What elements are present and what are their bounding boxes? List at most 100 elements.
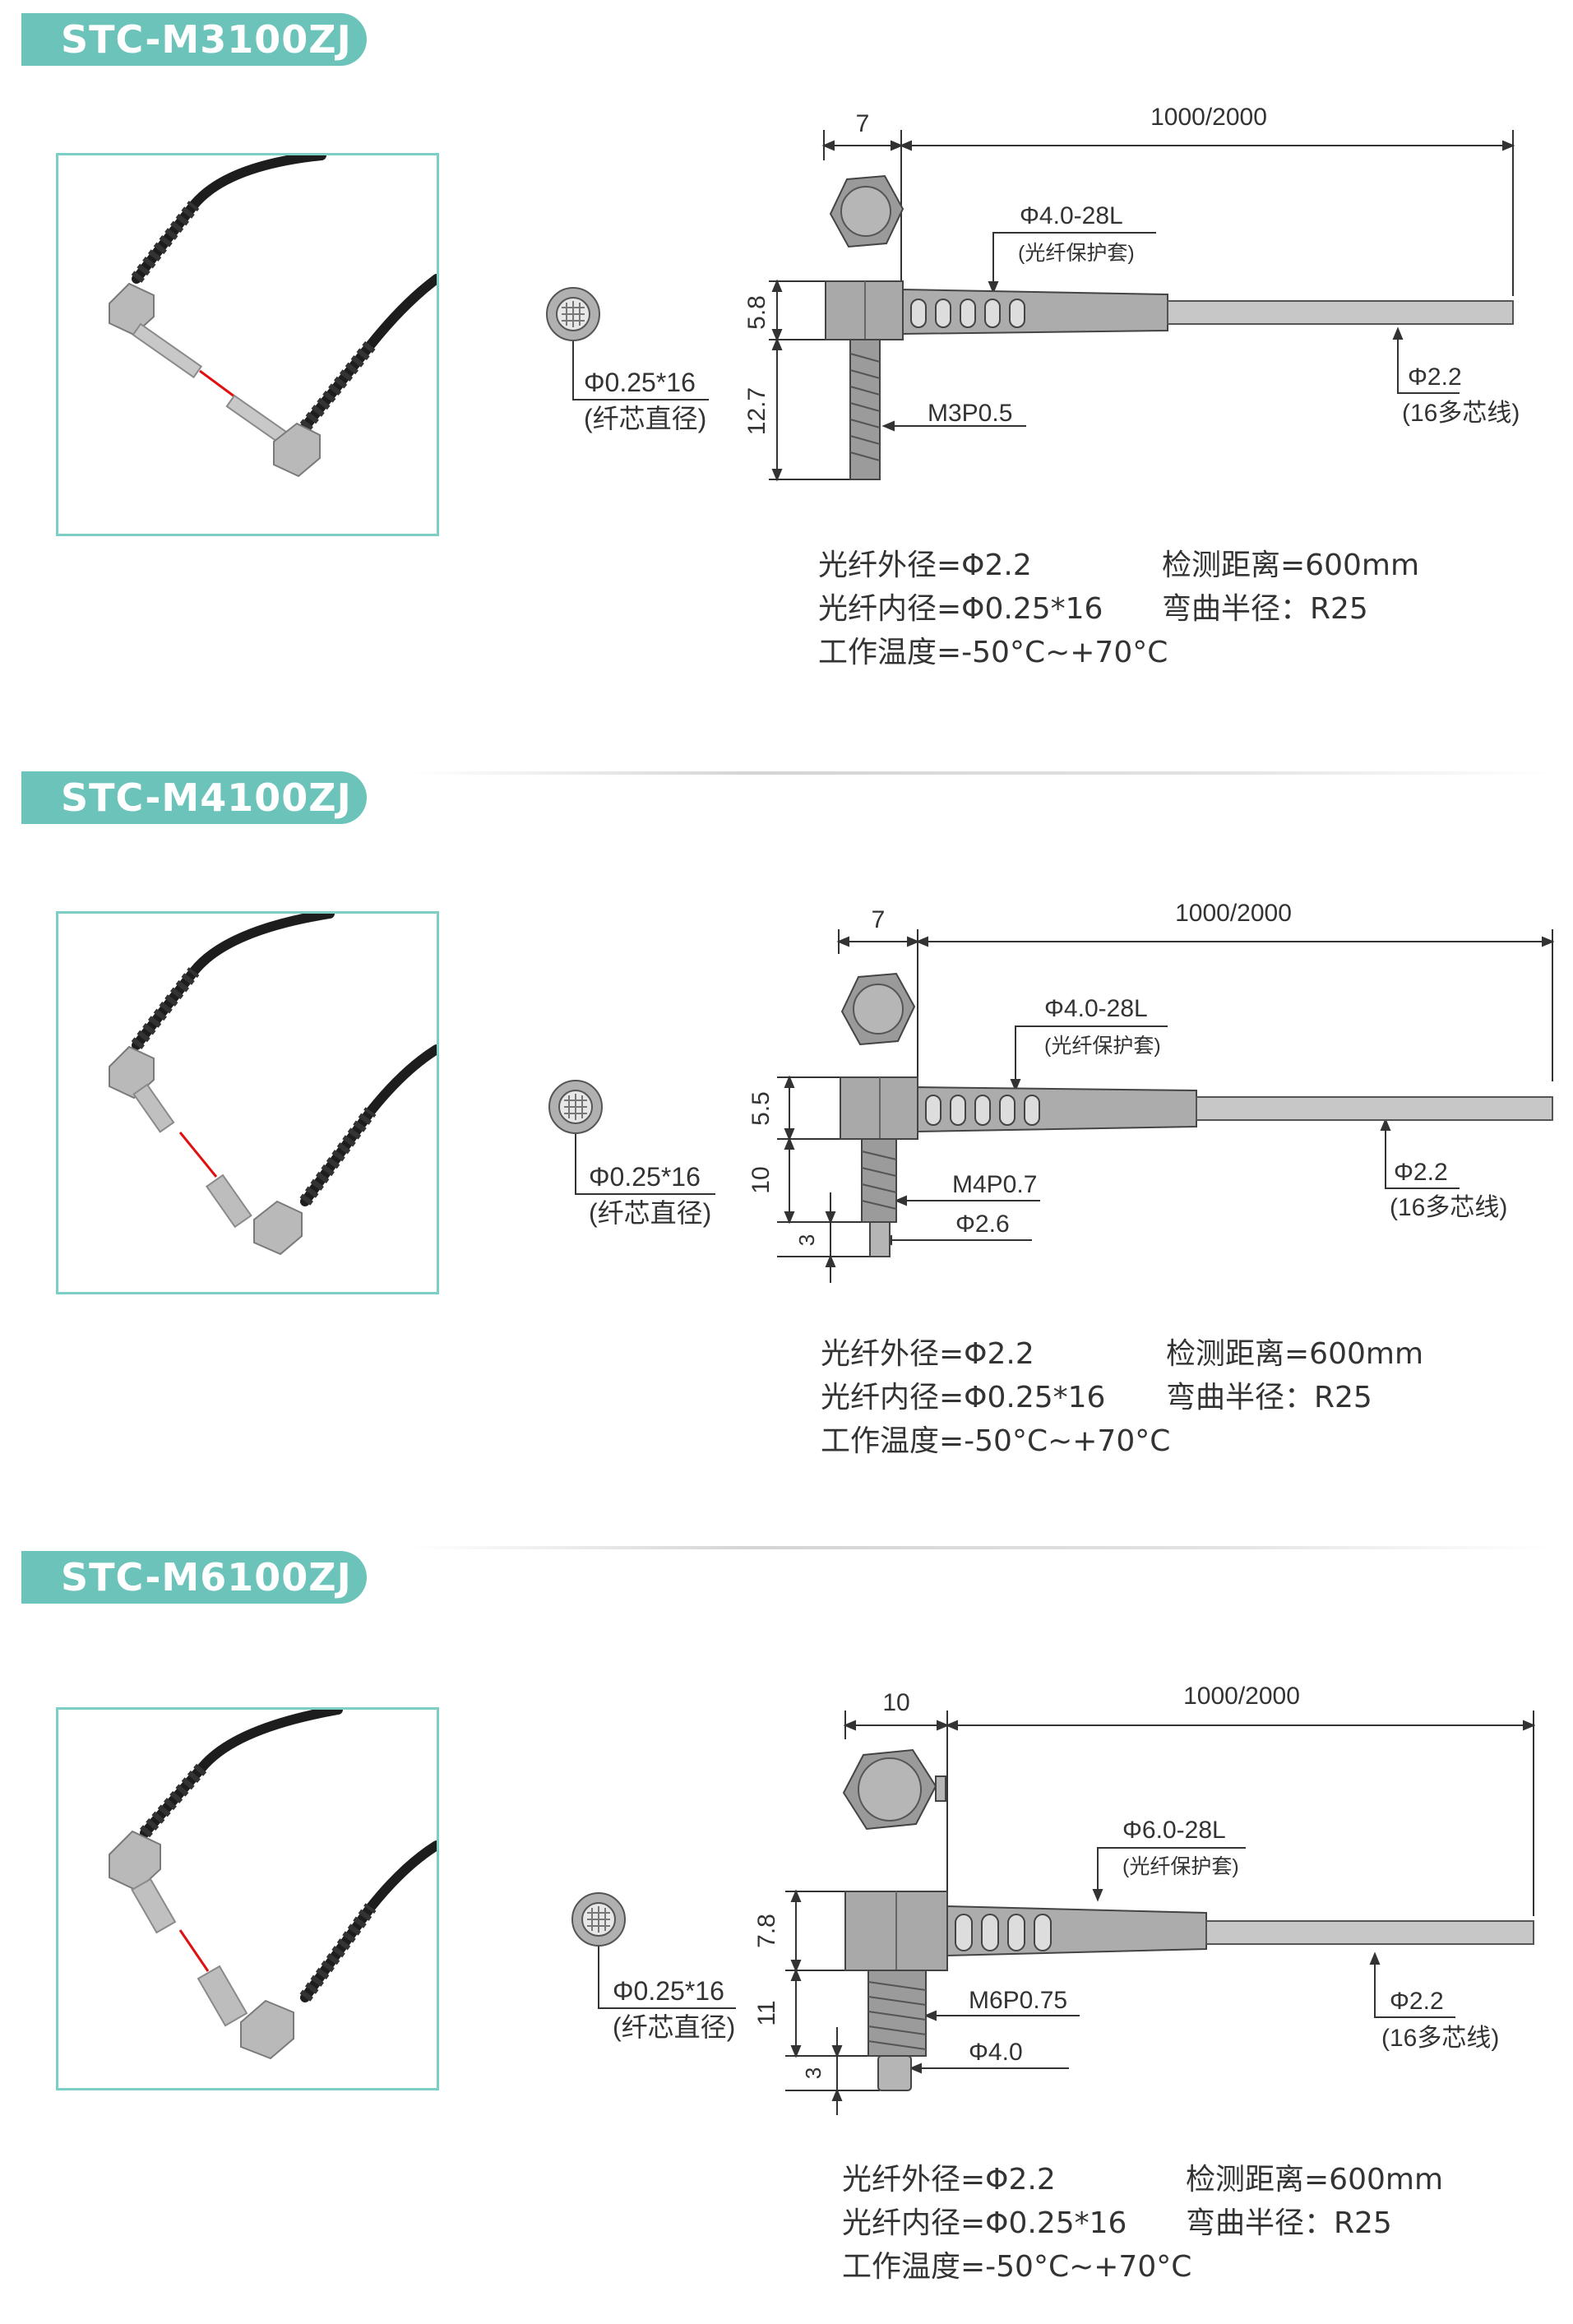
spec-detect-distance: 检测距离=600mm <box>1166 1337 1424 1371</box>
spec-temperature: 工作温度=-50°C~+70°C <box>821 1424 1171 1458</box>
dim-cable-length: 1000/2000 <box>1150 104 1267 131</box>
dimension-drawing: 10 1000/2000 Φ6.0-28L (光纤保护套) 7.8 11 3 M… <box>571 1683 1536 2115</box>
dim-core: Φ0.25*16 <box>613 1976 724 2006</box>
spec-outer-diameter: 光纤外径=Φ2.2 <box>842 2163 1056 2197</box>
spec-list-left: 光纤外径=Φ2.2 光纤内径=Φ0.25*16 工作温度=-50°C~+70°C <box>842 2158 1191 2289</box>
dim-cable-length: 1000/2000 <box>1183 1683 1300 1710</box>
dim-head-width: 10 <box>882 1689 909 1716</box>
model-title: STC-M3100ZJ <box>21 13 367 66</box>
core-cross-section <box>548 1080 603 1134</box>
fiber-cable <box>1167 300 1514 325</box>
light-beam <box>178 1132 218 1178</box>
spec-bend-radius: 弯曲半径：R25 <box>1162 592 1368 626</box>
dim-head-width: 7 <box>856 110 870 137</box>
dim-thread: M4P0.7 <box>952 1171 1037 1198</box>
model-title: STC-M4100ZJ <box>21 771 367 824</box>
hex-head-top-view <box>829 174 904 248</box>
dim-sleeve: Φ6.0-28L <box>1122 1817 1226 1844</box>
dim-thread-length: 10 <box>747 1166 775 1193</box>
product-photo <box>56 1707 439 2090</box>
dim-core-note: (纤芯直径) <box>613 2012 735 2042</box>
fiber-cable <box>1205 1920 1534 1945</box>
dim-sleeve-note: (光纤保护套) <box>1122 1855 1239 1878</box>
probe-head-upper <box>109 1045 175 1133</box>
light-beam <box>199 369 238 400</box>
dim-head-height: 7.8 <box>753 1914 780 1948</box>
dim-thread: M3P0.5 <box>928 400 1012 427</box>
spec-inner-diameter: 光纤内径=Φ0.25*16 <box>842 2206 1127 2240</box>
spec-detect-distance: 检测距离=600mm <box>1162 549 1420 582</box>
product-section-m6100: STC-M6100ZJ <box>0 1546 1573 2324</box>
dim-thread-length: 12.7 <box>743 387 770 435</box>
dim-thread: M6P0.75 <box>969 1987 1067 2014</box>
spec-bend-radius: 弯曲半径：R25 <box>1186 2206 1392 2240</box>
section-divider <box>411 1546 1554 1549</box>
protective-sleeve <box>946 1905 1207 1957</box>
dim-head-height: 5.5 <box>747 1091 775 1126</box>
dim-cable-length: 1000/2000 <box>1175 900 1292 927</box>
product-photo <box>56 153 439 536</box>
dim-cable-note: (16多芯线) <box>1390 1194 1507 1221</box>
probe-head-side <box>825 280 904 480</box>
spec-inner-diameter: 光纤内径=Φ0.25*16 <box>821 1381 1106 1414</box>
dim-core: Φ0.25*16 <box>589 1162 701 1192</box>
dim-cable-dia: Φ2.2 <box>1408 363 1462 391</box>
probe-head-upper <box>109 1830 177 1934</box>
spec-list-right: 检测距离=600mm 弯曲半径：R25 <box>1166 1332 1423 1419</box>
product-section-m4100: STC-M4100ZJ <box>0 765 1573 1546</box>
dim-core: Φ0.25*16 <box>584 368 696 397</box>
fiber-cable-upper <box>131 155 326 284</box>
probe-head-side <box>844 1891 948 2091</box>
probe-head-upper <box>109 282 203 379</box>
dim-sleeve-note: (光纤保护套) <box>1018 242 1135 265</box>
dim-cable-note: (16多芯线) <box>1402 400 1520 427</box>
dim-tip-dia: Φ2.6 <box>955 1211 1010 1238</box>
dim-thread-length: 11 <box>753 2000 780 2025</box>
spec-outer-diameter: 光纤外径=Φ2.2 <box>821 1337 1034 1371</box>
fiber-cable <box>1196 1096 1553 1121</box>
core-cross-section <box>546 287 600 341</box>
dim-cable-note: (16多芯线) <box>1381 2025 1499 2052</box>
fiber-cable-upper <box>139 1710 343 1838</box>
protective-sleeve <box>917 1086 1197 1133</box>
probe-head-lower <box>205 1174 303 1256</box>
hex-head-top-view <box>842 1748 946 1831</box>
protective-sleeve <box>902 288 1168 336</box>
dim-tip-dia: Φ4.0 <box>969 2039 1023 2066</box>
dim-cable-dia: Φ2.2 <box>1390 1988 1444 2015</box>
spec-list-right: 检测距离=600mm 弯曲半径：R25 <box>1186 2158 1443 2245</box>
spec-bend-radius: 弯曲半径：R25 <box>1166 1381 1372 1414</box>
spec-temperature: 工作温度=-50°C~+70°C <box>818 636 1168 669</box>
probe-head-lower <box>197 1965 294 2060</box>
fiber-cable-lower <box>299 274 437 432</box>
spec-list-left: 光纤外径=Φ2.2 光纤内径=Φ0.25*16 工作温度=-50°C~+70°C <box>821 1332 1170 1463</box>
spec-temperature: 工作温度=-50°C~+70°C <box>842 2250 1192 2284</box>
dim-cable-dia: Φ2.2 <box>1394 1159 1448 1186</box>
dim-head-height: 5.8 <box>743 295 770 330</box>
fiber-cable-upper <box>131 914 335 1050</box>
dim-sleeve-note: (光纤保护套) <box>1044 1035 1161 1058</box>
dim-core-note: (纤芯直径) <box>584 404 706 433</box>
model-title: STC-M6100ZJ <box>21 1551 367 1604</box>
fiber-cable-lower <box>299 1840 437 2002</box>
product-photo <box>56 911 439 1294</box>
dimension-drawing: 7 1000/2000 Φ4.0-28L (光纤保护套) 5.5 10 3 M4… <box>548 900 1555 1283</box>
fiber-cable-lower <box>299 1044 437 1206</box>
probe-head-lower <box>225 394 321 478</box>
dim-tip-length: 3 <box>794 1234 819 1246</box>
light-beam <box>178 1929 210 1972</box>
dimension-drawing: 7 1000/2000 Φ4.0-28L (光纤保护套) 5.8 12.7 M3… <box>546 104 1520 482</box>
section-divider <box>411 771 1554 775</box>
dim-sleeve: Φ4.0-28L <box>1020 202 1123 229</box>
product-section-m3100: STC-M3100ZJ <box>0 0 1573 765</box>
core-cross-section <box>571 1892 626 1947</box>
dim-tip-length: 3 <box>801 2067 826 2079</box>
dim-core-note: (纤芯直径) <box>589 1198 711 1228</box>
spec-detect-distance: 检测距离=600mm <box>1186 2163 1444 2197</box>
dim-sleeve: Φ4.0-28L <box>1044 995 1148 1022</box>
spec-list-right: 检测距离=600mm 弯曲半径：R25 <box>1162 544 1419 631</box>
probe-head-side <box>840 1076 918 1257</box>
spec-list-left: 光纤外径=Φ2.2 光纤内径=Φ0.25*16 工作温度=-50°C~+70°C <box>818 544 1168 674</box>
spec-inner-diameter: 光纤内径=Φ0.25*16 <box>818 592 1103 626</box>
spec-outer-diameter: 光纤外径=Φ2.2 <box>818 549 1032 582</box>
